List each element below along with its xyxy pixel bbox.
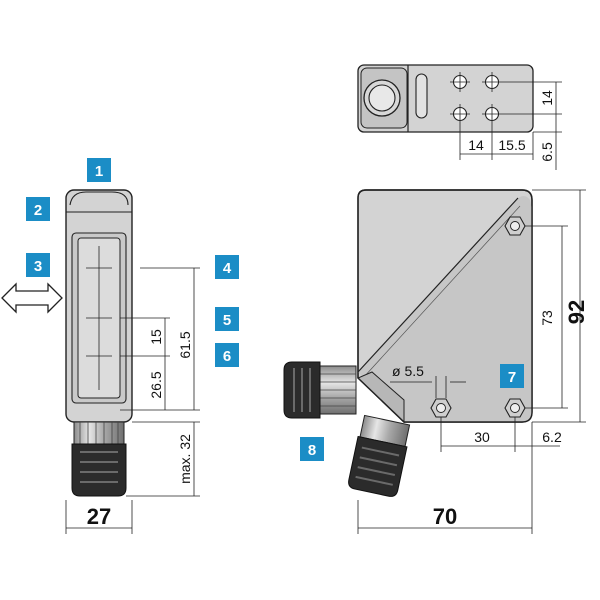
badge-8: 8 bbox=[300, 437, 324, 461]
dim-bracket-14-horizontal: 14 bbox=[468, 137, 484, 153]
dim-front-width: 27 bbox=[87, 504, 111, 529]
badge-6: 6 bbox=[215, 343, 239, 367]
svg-text:6: 6 bbox=[223, 348, 231, 365]
badge-5: 5 bbox=[215, 307, 239, 331]
dim-side-6-2: 6.2 bbox=[542, 429, 562, 445]
dim-bracket-6-5: 6.5 bbox=[539, 142, 555, 162]
dim-bracket-15-5: 15.5 bbox=[498, 137, 525, 153]
mounting-bracket bbox=[357, 64, 562, 170]
dim-front-15: 15 bbox=[148, 329, 164, 345]
dim-side-width: 70 bbox=[433, 504, 457, 529]
side-dimension-lines bbox=[357, 189, 586, 534]
dim-side-92: 92 bbox=[564, 300, 589, 324]
front-dimension-lines bbox=[65, 267, 200, 534]
badge-4: 4 bbox=[215, 255, 239, 279]
svg-text:3: 3 bbox=[34, 258, 42, 275]
svg-text:2: 2 bbox=[34, 202, 42, 219]
dim-front-max-32: max. 32 bbox=[177, 434, 193, 484]
hex-nut-icon bbox=[430, 216, 526, 418]
badge-7: 7 bbox=[500, 364, 524, 388]
svg-text:5: 5 bbox=[223, 312, 231, 329]
side-view-housing bbox=[357, 189, 533, 424]
mounting-hole bbox=[450, 72, 502, 124]
dim-front-26-5: 26.5 bbox=[148, 371, 164, 398]
double-arrow-icon bbox=[1, 282, 63, 314]
dim-side-diameter: ø 5.5 bbox=[392, 363, 424, 379]
dim-front-61-5: 61.5 bbox=[177, 331, 193, 358]
svg-text:8: 8 bbox=[308, 442, 316, 459]
dim-side-73: 73 bbox=[539, 310, 555, 326]
dim-bracket-14-vertical: 14 bbox=[539, 90, 555, 106]
badge-2: 2 bbox=[26, 197, 50, 221]
m12-connector-icon bbox=[71, 421, 127, 497]
svg-text:7: 7 bbox=[508, 369, 516, 386]
dim-side-30: 30 bbox=[474, 429, 490, 445]
badge-1: 1 bbox=[87, 158, 111, 182]
svg-text:4: 4 bbox=[223, 260, 232, 277]
svg-text:1: 1 bbox=[95, 163, 103, 180]
m12-connector-icon bbox=[283, 361, 411, 497]
badge-3: 3 bbox=[26, 253, 50, 277]
front-view-housing bbox=[65, 189, 133, 423]
